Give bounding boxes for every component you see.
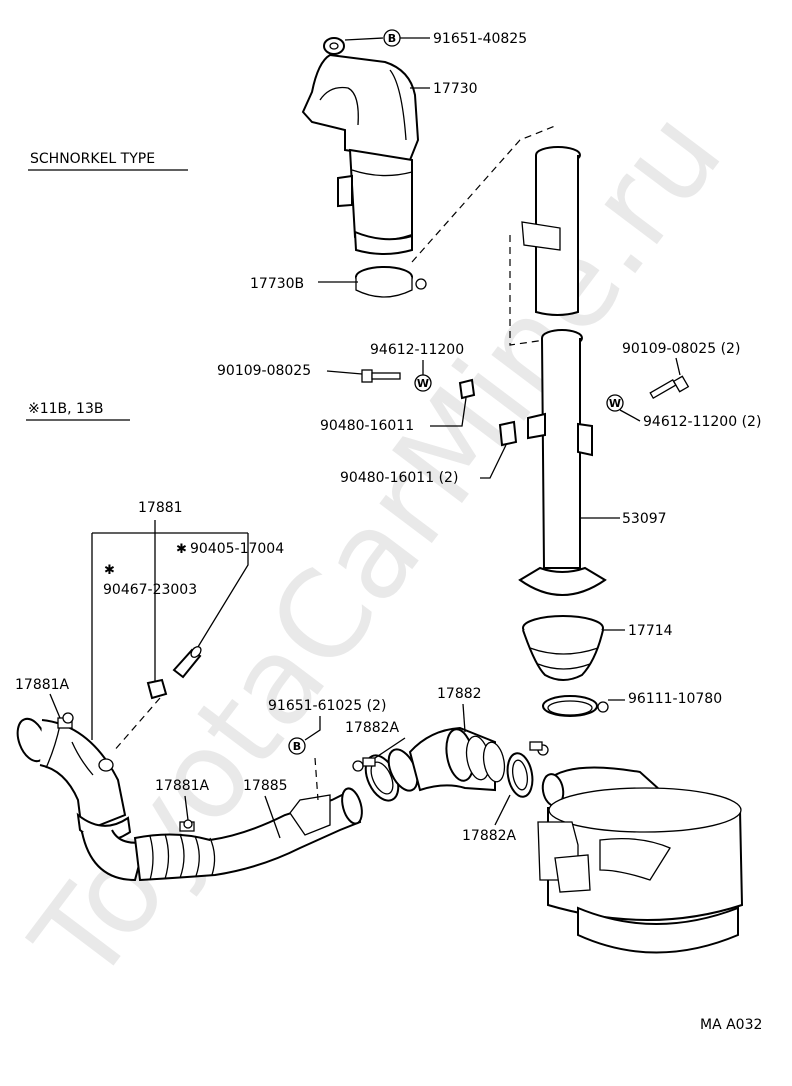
part-53097: 53097 xyxy=(622,511,667,527)
leader-17882A-top xyxy=(374,737,406,759)
clamp-17881A-mid xyxy=(179,819,195,832)
dashed-link-snorkel-top xyxy=(411,125,556,263)
right-bolt-assembly xyxy=(606,375,690,412)
part-17882A-top: 17882A xyxy=(345,720,400,736)
leader-17882A-bottom xyxy=(494,794,511,826)
asterisk-90405: ✱ xyxy=(176,542,187,557)
rubber-boot-17714 xyxy=(522,615,604,681)
left-bolt-assembly xyxy=(361,369,476,400)
part-94612-11200-2: 94612-11200 (2) xyxy=(643,414,761,430)
part-17730B: 17730B xyxy=(250,276,304,292)
clamp-17730B xyxy=(355,266,427,298)
drawing-code: MA A032 xyxy=(700,1017,762,1033)
part-17881: 17881 xyxy=(138,500,183,516)
leader-90109-08025 xyxy=(326,370,363,375)
part-90109-08025: 90109-08025 xyxy=(217,363,311,379)
part-17714: 17714 xyxy=(628,623,673,639)
leader-17881A-mid xyxy=(184,795,189,821)
hose-17885 xyxy=(133,787,363,882)
leader-91651-40825 xyxy=(344,37,384,41)
part-96111-10780: 96111-10780 xyxy=(628,691,722,707)
snorkel-upper-pipe xyxy=(521,146,581,316)
bolt-b-symbol-text: B xyxy=(388,32,396,45)
asterisk-90467: ✱ xyxy=(104,563,115,578)
part-90405-17004: 90405-17004 xyxy=(190,541,284,557)
part-90480-16011: 90480-16011 xyxy=(320,418,414,434)
clip-90467-23003 xyxy=(146,678,168,700)
leader-17881A-top xyxy=(49,693,61,719)
dashed-link-snorkel-mid xyxy=(509,235,546,346)
leader-17882 xyxy=(462,703,466,733)
clamp-17882A-right xyxy=(529,741,549,756)
part-90109-08025-2: 90109-08025 (2) xyxy=(622,341,740,357)
clamp-17882A-left xyxy=(352,757,376,772)
leader-90480-16011-2 xyxy=(480,444,507,479)
part-17882: 17882 xyxy=(437,686,482,702)
leader-90480-16011 xyxy=(430,397,467,427)
plug-90405-17004 xyxy=(172,646,202,679)
leader-17885 xyxy=(264,795,281,839)
schnorkel-type-label: SCHNORKEL TYPE xyxy=(30,151,155,167)
air-cleaner-housing xyxy=(537,766,744,954)
clamp-96111-10780 xyxy=(542,695,609,717)
part-17881A-top: 17881A xyxy=(15,677,70,693)
leader-94612-11200-2 xyxy=(619,409,641,422)
washer-w-symbol-right: W xyxy=(609,397,621,410)
snorkel-lower-pipe-53097 xyxy=(518,329,607,596)
engine-note-label: ※11B, 13B xyxy=(28,401,103,417)
leader-90109-08025-2 xyxy=(675,357,681,376)
part-17882A-bottom: 17882A xyxy=(462,828,517,844)
part-90480-16011-2: 90480-16011 (2) xyxy=(340,470,458,486)
leader-91651-61025 xyxy=(304,716,321,741)
air-intake-cap-17730 xyxy=(301,37,420,255)
bolt-b-symbol-lower xyxy=(288,737,306,755)
part-94612-11200: 94612-11200 xyxy=(370,342,464,358)
washer-w-symbol-left: W xyxy=(417,377,429,390)
part-17881A-mid: 17881A xyxy=(155,778,210,794)
hose-17882 xyxy=(364,726,534,802)
part-91651-61025-2: 91651-61025 (2) xyxy=(268,698,386,714)
clamp-17881A-left xyxy=(57,712,74,729)
part-17730: 17730 xyxy=(433,81,478,97)
bolt-b-symbol-lower-text: B xyxy=(293,740,301,753)
part-90467-23003: 90467-23003 xyxy=(103,582,197,598)
dashed-link-bolt-b xyxy=(314,757,319,801)
collar-90480-16011-2 xyxy=(498,420,518,447)
leader-17881-c xyxy=(189,533,249,661)
part-91651-40825: 91651-40825 xyxy=(433,31,527,47)
part-17885: 17885 xyxy=(243,778,288,794)
